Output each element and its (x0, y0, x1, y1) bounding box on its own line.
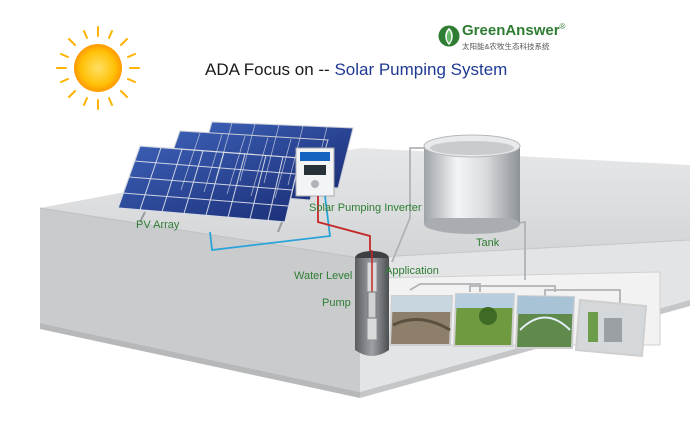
photo-mining (388, 295, 454, 346)
label-pv-array: PV Array (136, 219, 180, 231)
label-application: Application (385, 265, 439, 277)
leaf-logo-icon (438, 25, 460, 47)
title-highlight: Solar Pumping System (334, 60, 508, 79)
application-photos (388, 293, 648, 358)
title-prefix: ADA Focus on -- (205, 60, 335, 79)
pv-array (117, 121, 354, 233)
water-tank (423, 134, 521, 234)
label-inverter: Solar Pumping Inverter (309, 202, 422, 214)
sun-icon (56, 26, 140, 110)
photo-household (574, 298, 648, 358)
label-tank: Tank (476, 237, 500, 249)
greenanswer-logo: GreenAnswer® 太阳能&农牧生态科技系统 (438, 22, 578, 54)
logo-brand: GreenAnswer® (462, 22, 566, 39)
page-title: ADA Focus on -- Solar Pumping System (205, 60, 507, 80)
inverter-box (295, 147, 335, 197)
label-water-level: Water Level (294, 270, 353, 282)
photo-grassland (452, 293, 516, 347)
photo-irrigation (514, 294, 576, 349)
water-well (355, 250, 389, 356)
label-pump: Pump (322, 297, 351, 309)
logo-tagline: 太阳能&农牧生态科技系统 (462, 42, 550, 51)
